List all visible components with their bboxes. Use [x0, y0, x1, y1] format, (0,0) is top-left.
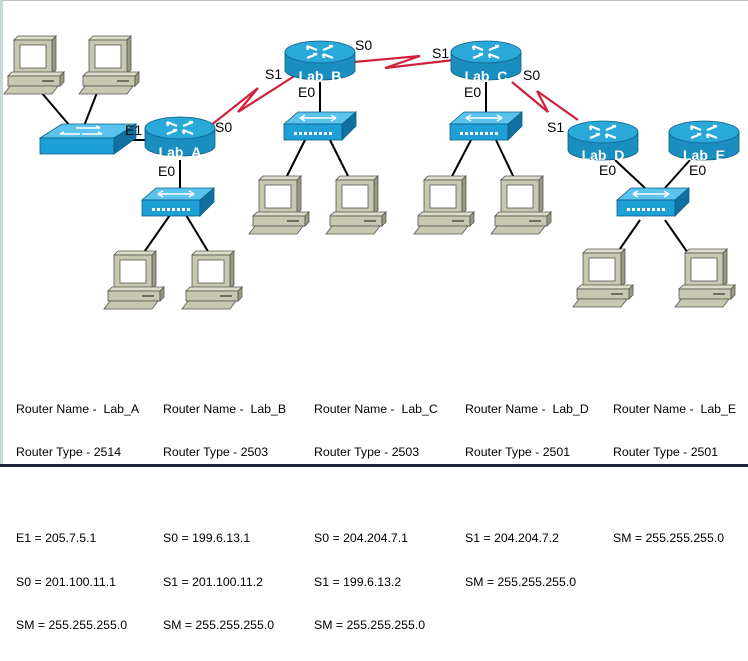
port-label-d-s1: S1: [547, 119, 564, 135]
top-border: [0, 0, 748, 1]
pc-icon: [674, 248, 736, 308]
router-label: Lab_B: [299, 68, 342, 84]
port-label-e-e0: E0: [689, 162, 706, 178]
pc-icon: [490, 175, 552, 235]
bottom-bar: [0, 464, 748, 500]
router-label: Lab_D: [582, 147, 625, 163]
switch-icon-lab-c: [449, 111, 523, 141]
pc-icon: [103, 250, 165, 310]
router-label: Lab_C: [465, 68, 508, 84]
pc-icon: [248, 175, 310, 235]
port-label-b-s1: S1: [265, 66, 282, 82]
pc-icon: [181, 250, 243, 310]
router-lab-c: Lab_C: [449, 39, 523, 84]
pc-icon: [572, 248, 634, 308]
router-lab-e: Lab_E: [667, 119, 741, 163]
serial-link-c-d: [511, 81, 579, 121]
router-lab-b: Lab_B: [283, 39, 357, 84]
serial-link-a-b: [204, 74, 297, 131]
port-label-b-e0: E0: [298, 84, 315, 100]
switch-icon-lab-d-e: [616, 187, 690, 217]
port-label-c-s0: S0: [523, 67, 540, 83]
port-label-a-s0: S0: [215, 119, 232, 135]
router-info-lab-c: Router Name - Lab_C Router Type - 2503 E…: [314, 401, 438, 632]
router-info-lab-a: Router Name - Lab_A Router Type - 2514 E…: [16, 401, 140, 632]
pc-icon: [3, 35, 65, 95]
port-label-a-e1: E1: [125, 122, 142, 138]
switch-icon-lab-b: [283, 111, 357, 141]
link-switch-b-pc2: [329, 139, 351, 181]
router-info-lab-b: Router Name - Lab_B Router Type - 2503 E…: [163, 401, 287, 632]
link-switch-de-pc2: [664, 219, 691, 257]
router-label: Lab_E: [683, 147, 725, 163]
port-label-b-s0: S0: [355, 37, 372, 53]
left-border: [0, 0, 3, 466]
network-topology: Lab_A Lab_B Lab_C Lab_D Lab_E E1 S0 E0 S…: [3, 35, 741, 310]
diagram-frame: Lab_A Lab_B Lab_C Lab_D Lab_E E1 S0 E0 S…: [0, 0, 748, 632]
port-label-c-s1: S1: [432, 45, 449, 61]
link-lab-e-switch: [664, 159, 691, 189]
pc-icon: [78, 35, 140, 95]
router-label: Lab_A: [159, 144, 202, 160]
serial-link-b-c: [353, 54, 455, 70]
switch-icon-lab-a-e1: [39, 123, 137, 155]
link-switch-b-pc: [284, 139, 306, 181]
port-label-d-e0: E0: [599, 162, 616, 178]
serial-links: [204, 54, 579, 131]
pc-icon: [413, 175, 475, 235]
port-label-c-e0: E0: [464, 84, 481, 100]
port-label-a-e0: E0: [158, 163, 175, 179]
link-lab-d-switch: [614, 159, 646, 189]
pc-icon: [325, 175, 387, 235]
link-switch-c-pc2: [495, 139, 516, 181]
link-switch-c-pc: [449, 139, 472, 181]
switch-icon-lab-a-e0: [141, 187, 215, 217]
router-lab-a: Lab_A: [143, 115, 217, 160]
router-lab-d: Lab_D: [566, 119, 640, 163]
